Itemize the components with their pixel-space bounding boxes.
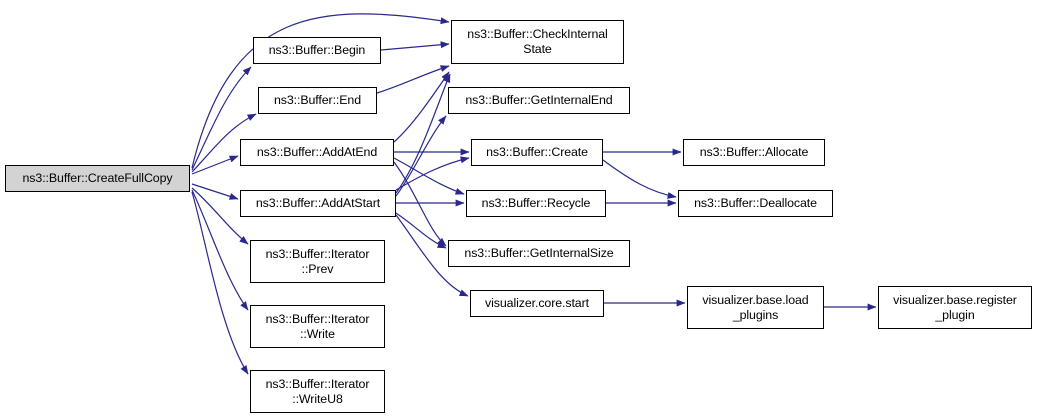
graph-edge-create-to-deallocate (602, 159, 677, 199)
graph-node-getinternalend[interactable]: ns3::Buffer::GetInternalEnd (448, 87, 630, 114)
graph-node-checkinternalstate[interactable]: ns3::Buffer::CheckInternal State (451, 20, 624, 64)
graph-edge-createfullcopy-to-addatend (191, 155, 239, 175)
graph-node-iterator-writeu8[interactable]: ns3::Buffer::Iterator ::WriteU8 (250, 370, 385, 413)
graph-edge-addatend-to-recycle (393, 157, 465, 195)
graph-edge-createfullcopy-to-iterator-writeu8 (191, 191, 249, 375)
graph-node-label: ns3::Buffer::GetInternalEnd (465, 93, 613, 108)
graph-edge-addatstart-to-getinternalend (395, 115, 447, 197)
graph-node-label: visualizer.base.register _plugin (893, 292, 1017, 322)
graph-node-end[interactable]: ns3::Buffer::End (258, 87, 377, 114)
graph-node-label: ns3::Buffer::CreateFullCopy (22, 171, 173, 186)
graph-node-label: ns3::Buffer::Begin (268, 43, 366, 58)
graph-edge-begin-to-checkinternalstate (380, 41, 450, 51)
graph-node-addatstart[interactable]: ns3::Buffer::AddAtStart (240, 190, 396, 217)
graph-node-label: ns3::Buffer::GetInternalSize (464, 246, 614, 261)
graph-node-visualizer-core-start[interactable]: visualizer.core.start (470, 290, 604, 317)
graph-node-label: ns3::Buffer::Iterator ::WriteU8 (265, 376, 370, 406)
graph-node-label: ns3::Buffer::Create (486, 145, 588, 160)
graph-node-label: ns3::Buffer::AddAtEnd (256, 145, 378, 160)
graph-edge-addatstart-to-getinternalsize (395, 212, 447, 249)
graph-node-label: visualizer.base.load _plugins (702, 292, 809, 322)
graph-edge-addatstart-to-checkinternalstate (395, 73, 451, 194)
graph-edge-end-to-checkinternalstate (376, 65, 450, 94)
graph-node-visualizer-base-load-plugins[interactable]: visualizer.base.load _plugins (687, 286, 824, 329)
graph-node-iterator-write[interactable]: ns3::Buffer::Iterator ::Write (250, 305, 385, 348)
graph-node-allocate[interactable]: ns3::Buffer::Allocate (683, 139, 825, 166)
graph-node-deallocate[interactable]: ns3::Buffer::Deallocate (678, 190, 833, 217)
graph-node-label: ns3::Buffer::End (273, 93, 362, 108)
graph-node-label: ns3::Buffer::Allocate (699, 145, 809, 160)
graph-node-create[interactable]: ns3::Buffer::Create (471, 139, 603, 166)
graph-edge-addatend-to-getinternalsize (393, 161, 447, 247)
graph-edge-addatstart-to-create (395, 156, 470, 191)
graph-edge-addatend-to-checkinternalstate (393, 71, 450, 143)
graph-node-label: ns3::Buffer::Deallocate (694, 196, 817, 211)
graph-node-recycle[interactable]: ns3::Buffer::Recycle (466, 190, 606, 217)
graph-node-label: visualizer.core.start (485, 296, 589, 311)
graph-node-label: ns3::Buffer::CheckInternal State (467, 27, 608, 56)
graph-node-label: ns3::Buffer::Iterator ::Write (265, 311, 370, 341)
graph-node-visualizer-base-register-plugin[interactable]: visualizer.base.register _plugin (878, 286, 1032, 329)
graph-node-label: ns3::Buffer::Recycle (481, 196, 591, 211)
graph-node-getinternalsize[interactable]: ns3::Buffer::GetInternalSize (448, 240, 630, 267)
graph-node-label: ns3::Buffer::AddAtStart (255, 196, 381, 211)
graph-edge-createfullcopy-to-addatstart (191, 183, 239, 200)
graph-node-createfullcopy[interactable]: ns3::Buffer::CreateFullCopy (5, 165, 190, 192)
graph-node-iterator-prev[interactable]: ns3::Buffer::Iterator ::Prev (250, 240, 385, 283)
graph-node-addatend[interactable]: ns3::Buffer::AddAtEnd (240, 139, 394, 166)
graph-node-label: ns3::Buffer::Iterator ::Prev (265, 246, 370, 276)
graph-node-begin[interactable]: ns3::Buffer::Begin (253, 37, 381, 64)
